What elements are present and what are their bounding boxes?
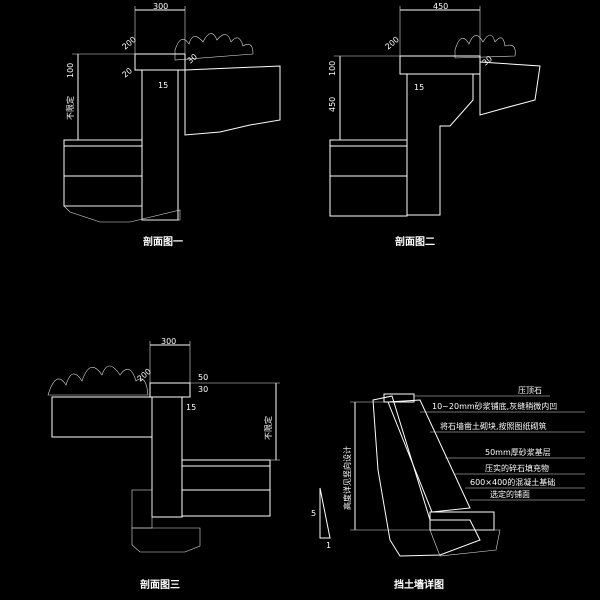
slope-triangle (319, 487, 331, 539)
retaining-wall (406, 73, 474, 216)
section-4: 高度详见竖向设计 1 5 压顶石 10~20mm砂浆铺底,灰缝稍微内凹 将石墙凿… (311, 386, 585, 591)
base-layer (131, 527, 201, 553)
callout-notes: 压顶石 10~20mm砂浆铺底,灰缝稍微内凹 将石墙凿土砌块,按照图纸砌筑 50… (414, 386, 585, 501)
note-paving: 选定的铺面 (490, 489, 530, 499)
section-1: 300 100 不限定 200 20 30 15 剖面图一 (63, 2, 281, 248)
side-label: 高度详见竖向设计 (342, 446, 352, 510)
dim-c: 30 (198, 385, 208, 394)
dim-c: 15 (414, 83, 424, 92)
note-footing: 600×400的混凝土基础 (470, 477, 555, 487)
section-title: 挡土墙详图 (394, 578, 444, 591)
coping-stone (383, 393, 415, 403)
note-fill: 压实的碎石填充物 (485, 463, 549, 473)
dim-a: 200 (136, 367, 153, 384)
dim-d: 15 (186, 403, 196, 412)
coping-stone (399, 55, 481, 75)
soil-mass (479, 61, 541, 116)
note-stone: 将石墙凿土砌块,按照图纸砌筑 (440, 421, 547, 431)
soil-mass (184, 65, 281, 136)
note-mortar: 10~20mm砂浆铺底,灰缝稍微内凹 (432, 401, 557, 411)
dim-width: 300 (153, 2, 168, 11)
base-layer (429, 529, 501, 557)
slope-b: 5 (311, 509, 316, 518)
retaining-wall (141, 69, 179, 221)
plant-shrub (47, 365, 149, 396)
gravel-layer (329, 175, 408, 217)
dim-a: 200 (121, 35, 138, 52)
plant-shrub (454, 34, 516, 59)
coping-stone (134, 53, 186, 71)
dim-b: 30 (186, 52, 200, 65)
slope-a: 1 (326, 541, 331, 550)
dim-c: 20 (121, 66, 135, 79)
dim-width: 450 (433, 2, 448, 11)
base-layer (63, 205, 181, 223)
paving-base (63, 145, 143, 177)
dim-width: 300 (161, 337, 176, 346)
paving-surface (181, 459, 271, 467)
dim-height: 450 (328, 97, 337, 112)
gravel-layer (181, 489, 271, 517)
backfill (372, 395, 481, 557)
section-title: 剖面图一 (143, 235, 183, 248)
stone-courses (387, 399, 471, 513)
section-title: 剖面图三 (140, 578, 180, 591)
soil-mass (51, 396, 153, 438)
note-base: 50mm厚砂浆基层 (485, 447, 551, 457)
side-label: 不限定 (263, 416, 273, 440)
dim-top: 100 (328, 61, 337, 76)
paving-surface (329, 139, 408, 147)
coping-stone (149, 382, 191, 398)
dim-a: 200 (384, 35, 401, 52)
dim-d: 15 (158, 81, 168, 90)
concrete-footing (429, 511, 495, 531)
paving-base (329, 145, 408, 177)
section-2: 450 100 450 200 30 15 剖面图二 (328, 2, 541, 248)
dim-b: 30 (481, 54, 495, 67)
dim-top: 100 (66, 63, 75, 78)
paving-surface (63, 139, 143, 147)
gravel-layer (63, 175, 143, 207)
paving-base (181, 465, 271, 491)
side-label: 不限定 (65, 96, 75, 120)
retaining-wall (151, 396, 183, 518)
note-coping: 压顶石 (518, 386, 542, 395)
section-title: 剖面图二 (395, 235, 435, 248)
plant-shrub (174, 33, 254, 61)
dim-b: 50 (198, 373, 208, 382)
section-3: 300 不限定 200 50 30 15 剖面图三 (47, 337, 280, 591)
